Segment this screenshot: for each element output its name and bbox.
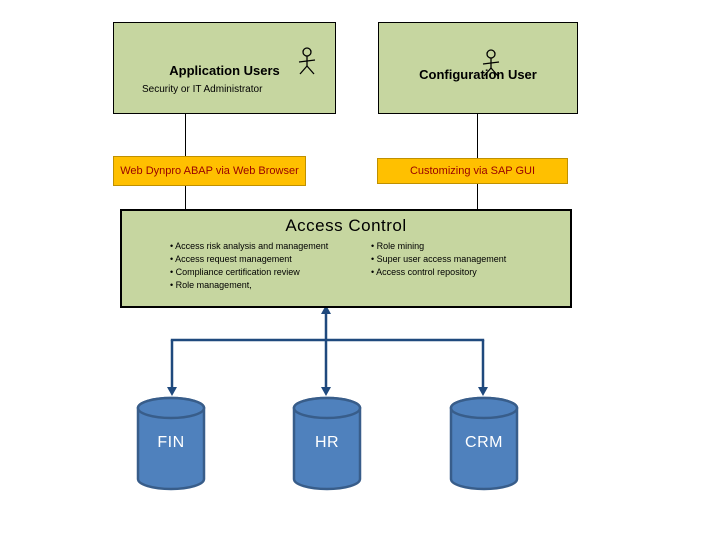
configuration-user-box: Configuration User [378,22,578,114]
bullet-item: Role management, [170,279,328,292]
bullet-item: Access request management [170,253,328,266]
access-control-bullets-right: Role mining Super user access management… [371,240,506,279]
configuration-user-title: Configuration User [419,67,537,82]
web-dynpro-box: Web Dynpro ABAP via Web Browser [113,156,306,186]
access-control-bullets-left: Access risk analysis and management Acce… [170,240,328,292]
arrowhead-down-fin [167,387,177,396]
cylinder-shape [449,396,519,491]
arrowhead-up-access [321,305,331,314]
sap-gui-label: Customizing via SAP GUI [409,164,536,177]
web-dynpro-label: Web Dynpro ABAP via Web Browser [120,164,299,177]
application-users-title: Application Users [169,63,280,78]
arrowhead-down-crm [478,387,488,396]
access-control-title: Access Control [285,216,407,235]
application-users-subtitle: Security or IT Administrator [142,84,263,95]
hr-label: HR [314,434,340,451]
crm-label: CRM [465,434,503,451]
bullet-item: Super user access management [371,253,507,266]
fin-database-cylinder: FIN [136,396,206,491]
access-control-box: Access Control Access risk analysis and … [120,209,572,308]
crm-database-cylinder: CRM [449,396,519,491]
fin-label: FIN [157,434,185,451]
hr-database-cylinder: HR [292,396,362,491]
cylinder-shape [292,396,362,491]
bullet-item: Access control repository [371,266,506,279]
actor-icon [298,47,316,75]
actor-icon [482,49,500,77]
arrowhead-down-hr [321,387,331,396]
bullet-item: Access risk analysis and management [170,240,328,253]
bullet-item: Role mining [371,240,506,253]
cylinder-shape [136,396,206,491]
application-users-box: Application Users Security or IT Adminis… [113,22,336,114]
sap-gui-box: Customizing via SAP GUI [377,158,568,184]
bullet-item: Compliance certification review [170,266,328,279]
